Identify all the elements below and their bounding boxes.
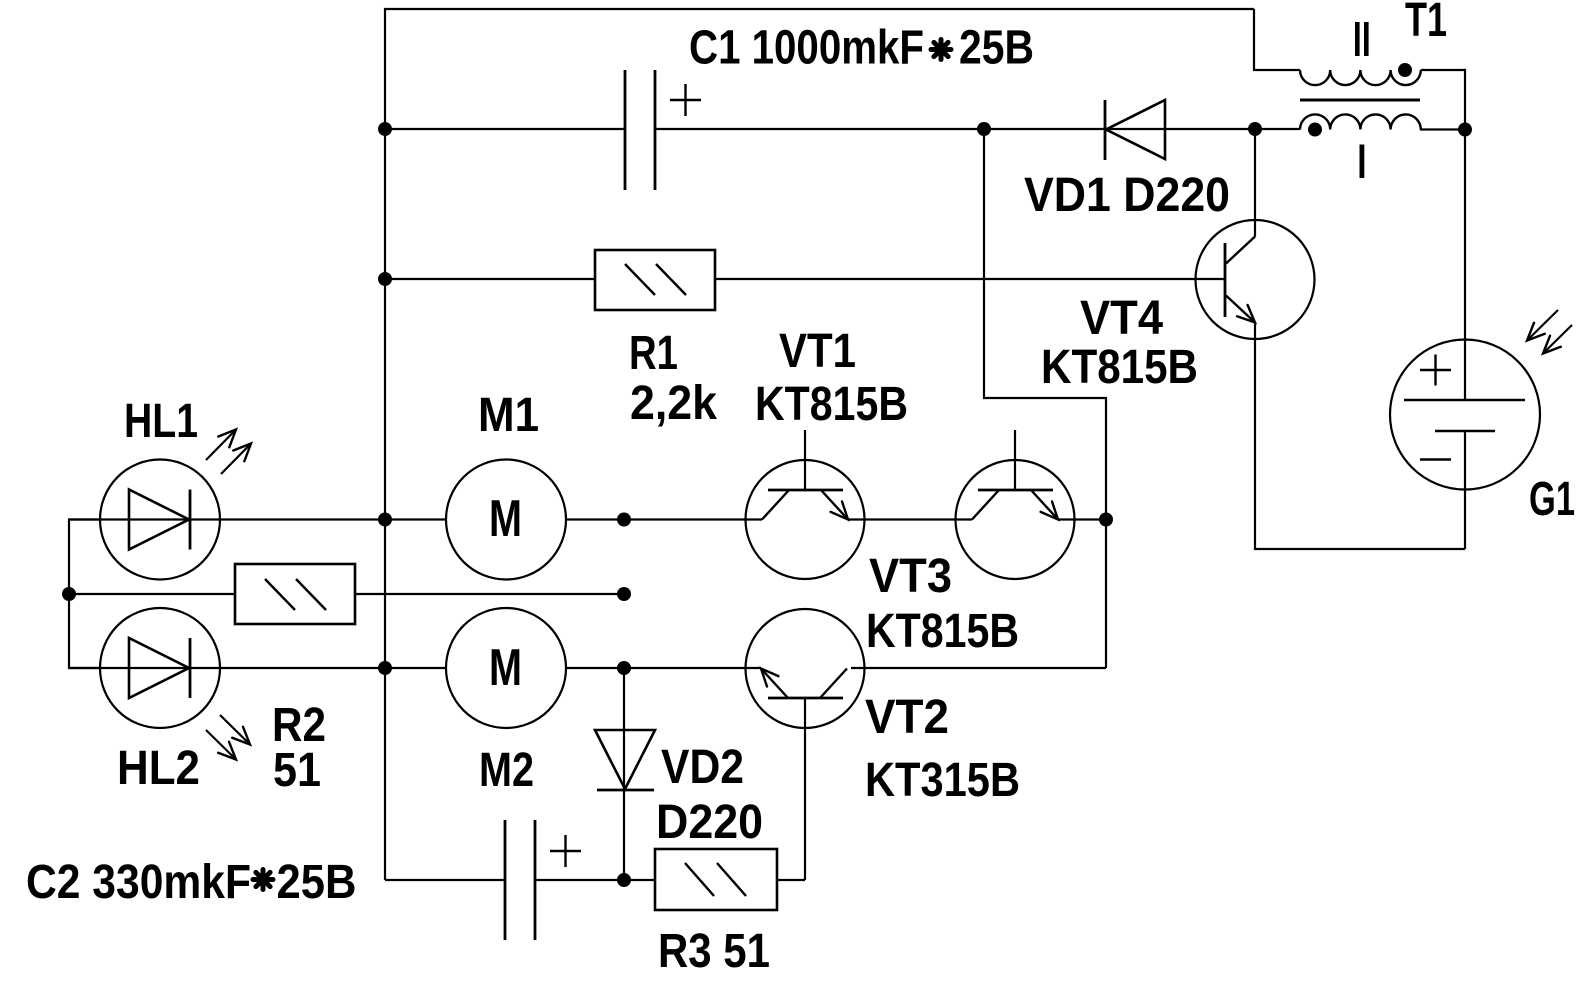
svg-text:G1: G1 (1529, 473, 1575, 526)
svg-text:51: 51 (273, 744, 321, 797)
svg-text:VD2: VD2 (661, 741, 744, 794)
svg-text:C1 1000mkF: C1 1000mkF (689, 22, 924, 75)
svg-text:HL2: HL2 (117, 742, 200, 795)
svg-text:25B: 25B (277, 856, 357, 909)
svg-text:VD1 D220: VD1 D220 (1024, 169, 1230, 222)
svg-text:VT3: VT3 (869, 550, 952, 603)
svg-text:VT4: VT4 (1080, 292, 1163, 345)
svg-text:25B: 25B (959, 22, 1034, 75)
svg-text:VT2: VT2 (865, 691, 949, 744)
svg-text:HL1: HL1 (124, 395, 198, 448)
svg-text:M: M (489, 639, 522, 697)
svg-text:D220: D220 (656, 796, 763, 849)
svg-text:R2: R2 (272, 699, 326, 752)
svg-text:KT815B: KT815B (866, 605, 1019, 658)
svg-text:M: M (489, 490, 522, 548)
svg-text:VT1: VT1 (779, 325, 856, 378)
svg-text:C2 330mkF: C2 330mkF (26, 856, 251, 909)
svg-text:KT815B: KT815B (755, 378, 908, 431)
svg-text:KT815B: KT815B (1041, 341, 1198, 394)
svg-text:M2: M2 (479, 744, 534, 797)
svg-text:R3 51: R3 51 (658, 925, 770, 978)
svg-text:R1: R1 (629, 327, 678, 380)
svg-text:2,2k: 2,2k (630, 377, 717, 430)
svg-text:KT315B: KT315B (865, 754, 1020, 807)
svg-text:T1: T1 (1405, 0, 1447, 47)
svg-text:M1: M1 (478, 389, 539, 442)
